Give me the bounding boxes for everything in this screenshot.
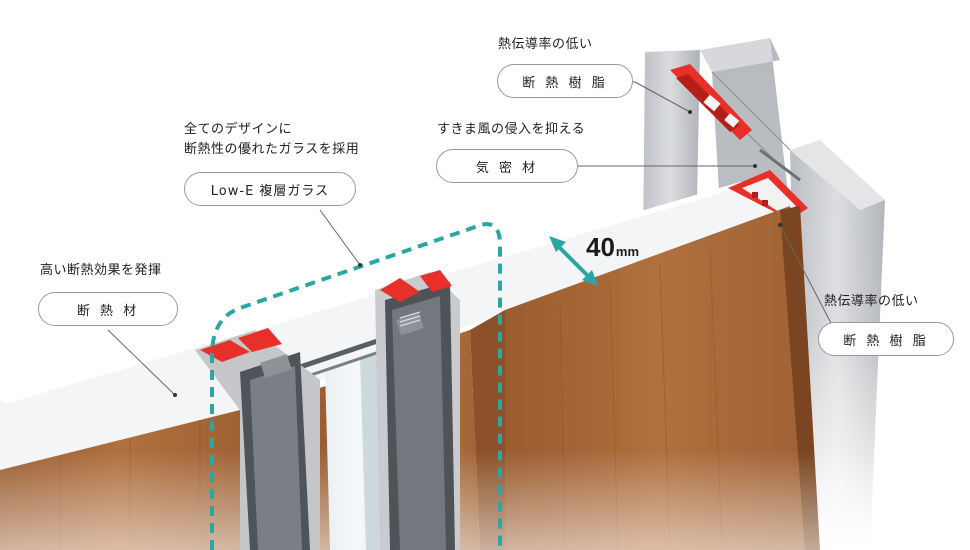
glass-caption-line2: 断熱性の優れたガラスを採用 — [184, 142, 360, 157]
stile-profile — [195, 328, 320, 550]
resin-top-caption: 熱伝導率の低い — [498, 37, 593, 52]
airtight-label: 気 密 材 — [436, 149, 578, 183]
callout-resin-top: 熱伝導率の低い — [498, 35, 593, 55]
airtight-caption: すきま風の侵入を抑える — [437, 122, 586, 137]
resin-right-caption: 熱伝導率の低い — [824, 294, 919, 309]
callout-glass: 全てのデザインに 断熱性の優れたガラスを採用 — [184, 120, 359, 160]
mullion-profile — [375, 270, 460, 550]
thickness-value: 40 — [586, 232, 615, 262]
thickness-unit: mm — [615, 244, 640, 259]
insulation-label: 断 熱 材 — [38, 292, 178, 326]
thickness-dimension-arrow — [549, 236, 598, 286]
resin-right-label: 断 熱 樹 脂 — [818, 322, 954, 356]
resin-top-label: 断 熱 樹 脂 — [497, 64, 633, 98]
glass-caption-line1: 全てのデザインに — [184, 122, 293, 137]
callout-airtight: すきま風の侵入を抑える — [437, 120, 585, 140]
callout-insulation: 高い断熱効果を発揮 — [40, 261, 162, 281]
glass-highlight-outline — [210, 222, 502, 550]
frame-resin-break — [670, 64, 752, 140]
callout-resin-right: 熱伝導率の低い — [824, 292, 919, 312]
glass-label: Low-E 複層ガラス — [184, 172, 356, 206]
insulation-caption: 高い断熱効果を発揮 — [40, 263, 162, 278]
thickness-dimension: 40mm — [586, 232, 639, 263]
